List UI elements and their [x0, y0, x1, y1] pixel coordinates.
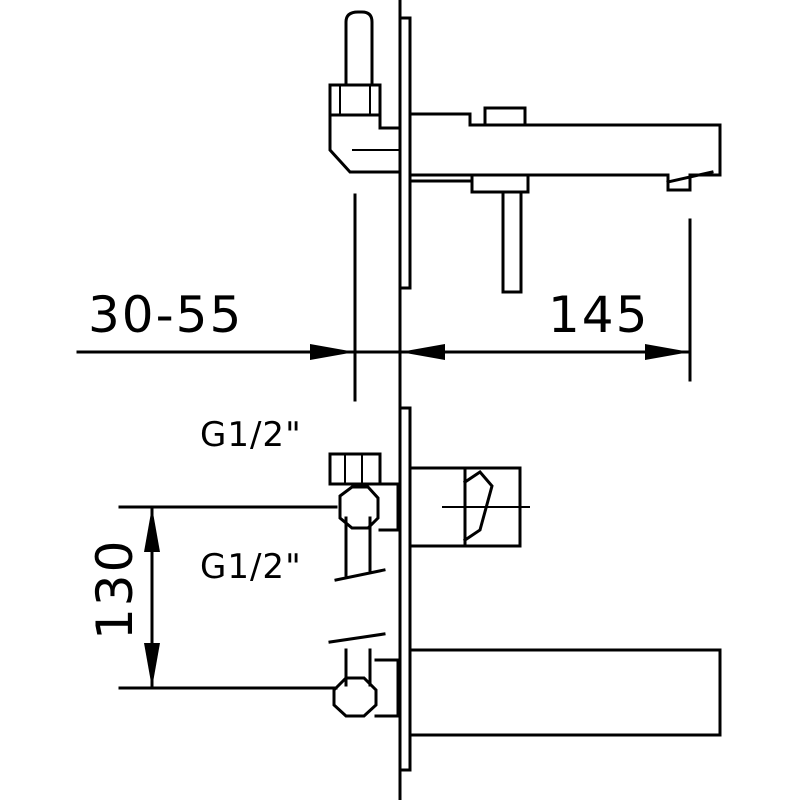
mixer-elbow [328, 113, 402, 174]
lower-hex-nut [332, 676, 378, 718]
arrow-proj-right [645, 344, 690, 360]
section-elevation [328, 0, 722, 800]
lever-handle [344, 10, 374, 87]
upper-thread-label: G1/2" [200, 415, 302, 455]
arrow-spacing-top [144, 507, 160, 552]
spout-front [408, 648, 722, 737]
upper-break-line [334, 568, 386, 582]
spout-cap [483, 106, 527, 127]
upper-pipe [344, 516, 372, 577]
spout [408, 112, 722, 192]
dimension-lines-bottom: 130 [86, 505, 338, 690]
aerator-line [666, 170, 714, 184]
arrow-proj-left [400, 344, 445, 360]
projection-label: 145 [548, 286, 649, 344]
wall-plate-bottom [398, 406, 412, 772]
support-rod [501, 190, 523, 294]
lower-valve-body [374, 658, 400, 718]
upper-valve-collar [328, 452, 382, 486]
vertical-spacing-label: 130 [86, 539, 144, 640]
upper-valve-body [378, 482, 400, 532]
side-elevation [328, 10, 722, 294]
spout-collar [470, 173, 530, 194]
mixer-cartridge [462, 470, 494, 543]
dimension-lines-top: 30-55 145 [76, 193, 692, 402]
upper-hex-nut [338, 485, 380, 530]
arrow-depth-right [310, 344, 355, 360]
lower-break-line [328, 632, 386, 644]
arrow-spacing-bottom [144, 643, 160, 688]
wall-depth-label: 30-55 [88, 286, 243, 344]
lower-thread-label: G1/2" [200, 547, 302, 587]
handle-collar [328, 83, 382, 117]
